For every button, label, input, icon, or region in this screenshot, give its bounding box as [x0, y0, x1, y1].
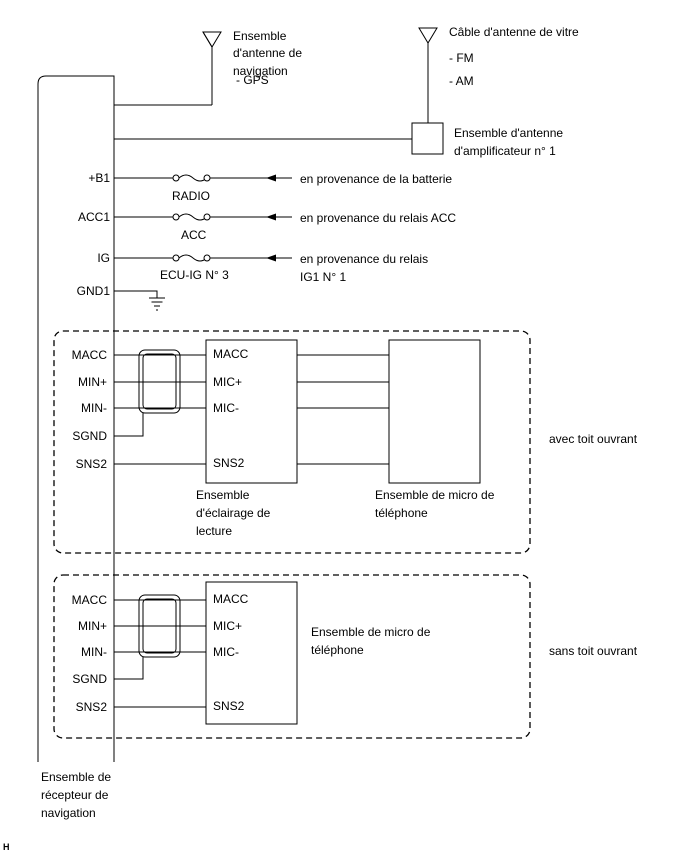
box-pin-sns2: SNS2 — [213, 456, 245, 470]
microphone-box — [388, 339, 481, 484]
pin-macc: MACC — [72, 348, 108, 362]
source-ig-relay-line-1: en provenance du relais — [300, 252, 428, 266]
reading-light-box — [205, 339, 298, 484]
nav-antenna-title-line-3: navigation — [233, 64, 288, 78]
receiver-outline — [37, 75, 115, 762]
pin-min-plus: MIN+ — [78, 375, 107, 389]
pin-acc1: ACC1 — [78, 210, 110, 224]
nav-antenna-gps: - GPS — [236, 73, 269, 87]
no-sunroof-condition: sans toit ouvrant — [549, 644, 638, 658]
antenna-icon — [418, 27, 438, 44]
reading-light-title-line-2: d'éclairage de — [196, 506, 271, 520]
pin-sns2: SNS2 — [76, 700, 108, 714]
navigation-antenna — [114, 31, 222, 106]
fuse-icon — [178, 174, 208, 182]
shield-icon — [138, 349, 181, 414]
source-ig-relay-line-2: IG1 N° 1 — [300, 270, 346, 284]
nav-antenna-title-line-2: d'antenne de — [233, 46, 302, 60]
receiver-title-line-2: récepteur de — [41, 788, 109, 802]
box-pin-sns2: SNS2 — [213, 699, 245, 713]
fuse-icon — [178, 213, 208, 221]
pin-min-minus: MIN- — [81, 645, 107, 659]
reading-light-title-line-3: lecture — [196, 524, 232, 538]
shield-icon — [138, 594, 181, 658]
microphone-box — [205, 581, 298, 725]
box-pin-mic-minus: MIC- — [213, 401, 239, 415]
receiver-title-line-3: navigation — [41, 806, 96, 820]
reading-light-title-line-1: Ensemble — [196, 488, 250, 502]
pin-ig: IG — [97, 251, 110, 265]
no-sunroof-group-boundary — [53, 574, 531, 739]
box-pin-macc: MACC — [213, 592, 249, 606]
glass-antenna-fm: - FM — [449, 51, 474, 65]
footer-mark: H — [3, 842, 10, 852]
amplifier-box — [411, 122, 444, 155]
fuse-ecu-ig: ECU-IG N° 3 — [160, 268, 229, 282]
sunroof-condition: avec toit ouvrant — [549, 432, 638, 446]
microphone-title-line-1: Ensemble de micro de — [375, 488, 495, 502]
pin-sns2: SNS2 — [76, 457, 108, 471]
receiver-title-line-1: Ensemble de — [41, 770, 111, 784]
arrow-icon — [266, 213, 276, 221]
arrow-icon — [266, 174, 276, 182]
pin-sgnd: SGND — [72, 672, 107, 686]
box-pin-mic-plus: MIC+ — [213, 619, 242, 633]
glass-antenna-title: Câble d'antenne de vitre — [449, 25, 579, 39]
arrow-icon — [266, 254, 276, 262]
source-battery: en provenance de la batterie — [300, 172, 452, 186]
pin-min-minus: MIN- — [81, 401, 107, 415]
box-pin-macc: MACC — [213, 347, 249, 361]
box-pin-mic-plus: MIC+ — [213, 375, 242, 389]
fuse-radio: RADIO — [172, 189, 210, 203]
microphone-title-line-1: Ensemble de micro de — [311, 625, 431, 639]
microphone-title-line-2: téléphone — [375, 506, 428, 520]
pin-sgnd: SGND — [72, 429, 107, 443]
pin-macc: MACC — [72, 593, 108, 607]
pin-gnd1: GND1 — [77, 284, 111, 298]
glass-antenna-am: - AM — [449, 74, 474, 88]
sunroof-group-boundary — [53, 330, 531, 554]
fuse-icon — [178, 254, 208, 262]
microphone-title-line-2: téléphone — [311, 643, 364, 657]
amplifier-title-line-1: Ensemble d'antenne — [454, 126, 563, 140]
pin-min-plus: MIN+ — [78, 619, 107, 633]
pin-b1: +B1 — [88, 171, 110, 185]
box-pin-mic-minus: MIC- — [213, 645, 239, 659]
antenna-icon — [202, 31, 222, 48]
fuse-acc: ACC — [181, 228, 207, 242]
ground-icon — [149, 297, 165, 311]
amplifier-title-line-2: d'amplificateur n° 1 — [454, 144, 556, 158]
glass-antenna — [114, 27, 444, 155]
source-acc-relay: en provenance du relais ACC — [300, 211, 456, 225]
nav-antenna-title-line-1: Ensemble — [233, 29, 287, 43]
